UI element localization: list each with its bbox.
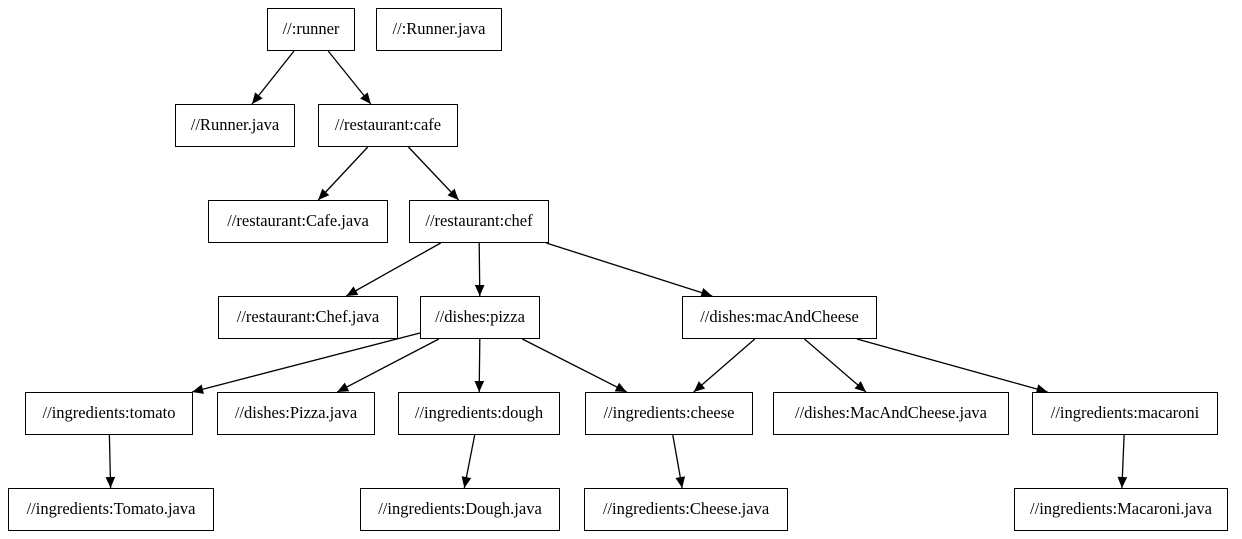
edge-macaroni-to-macaroni-java [1117,434,1128,489]
node-dough: //ingredients:dough [398,392,560,435]
edge-cheese-to-cheese-java [672,434,686,489]
edge-cafe-to-cafe-java [317,146,369,201]
edge-cafe-to-chef [407,146,460,201]
node-pizza: //dishes:pizza [420,296,540,339]
node-dough-java: //ingredients:Dough.java [360,488,560,531]
edge-pizza-to-pizza-java [336,338,440,393]
node-label: //ingredients:Dough.java [378,499,542,519]
node-runner: //:runner [267,8,355,51]
node-cheese-java: //ingredients:Cheese.java [584,488,788,531]
node-label: //restaurant:Cafe.java [227,211,369,231]
edge-chef-to-chef-java [345,242,442,297]
node-macaroni: //ingredients:macaroni [1032,392,1218,435]
node-label: //dishes:Pizza.java [234,403,358,423]
node-label: //ingredients:macaroni [1050,403,1200,423]
node-pizza-java: //dishes:Pizza.java [217,392,375,435]
edge-pizza-to-dough [474,338,485,393]
node-cafe-java: //restaurant:Cafe.java [208,200,388,243]
node-runner-java-src: //:Runner.java [376,8,502,51]
edge-runner-to-cafe [327,50,372,105]
node-label: //ingredients:tomato [42,403,176,423]
node-label: //:Runner.java [392,19,486,39]
node-label: //ingredients:cheese [603,403,735,423]
node-label: //dishes:macAndCheese [700,307,859,327]
edge-mac-and-cheese-to-macaroni [856,338,1048,394]
node-cheese: //ingredients:cheese [585,392,753,435]
edge-chef-to-pizza [474,242,485,297]
edge-dough-to-dough-java [461,434,476,489]
edge-chef-to-mac-and-cheese [546,242,713,298]
edge-mac-and-cheese-to-cheese [693,338,756,393]
node-label: //ingredients:Tomato.java [26,499,196,519]
node-label: //dishes:pizza [435,307,525,327]
node-chef: //restaurant:chef [409,200,549,243]
node-label: //restaurant:Chef.java [236,307,380,327]
node-mac-and-cheese-java: //dishes:MacAndCheese.java [773,392,1009,435]
node-tomato-java: //ingredients:Tomato.java [8,488,214,531]
edge-tomato-to-tomato-java [105,434,116,489]
node-label: //ingredients:Cheese.java [602,499,770,519]
node-label: //dishes:MacAndCheese.java [795,403,987,423]
node-mac-and-cheese: //dishes:macAndCheese [682,296,877,339]
edge-mac-and-cheese-to-mac-and-cheese-java [804,338,867,393]
node-label: //ingredients:dough [414,403,544,423]
edge-pizza-to-tomato [191,332,421,394]
node-label: //restaurant:chef [425,211,533,231]
node-tomato: //ingredients:tomato [25,392,193,435]
node-label: //:runner [282,19,340,39]
node-label: //Runner.java [190,115,280,135]
edge-runner-to-runner-java [251,50,295,105]
edge-pizza-to-cheese [522,338,627,393]
node-cafe: //restaurant:cafe [318,104,458,147]
node-chef-java: //restaurant:Chef.java [218,296,398,339]
node-macaroni-java: //ingredients:Macaroni.java [1014,488,1228,531]
node-label: //restaurant:cafe [334,115,442,135]
node-runner-java: //Runner.java [175,104,295,147]
node-label: //ingredients:Macaroni.java [1030,499,1212,519]
